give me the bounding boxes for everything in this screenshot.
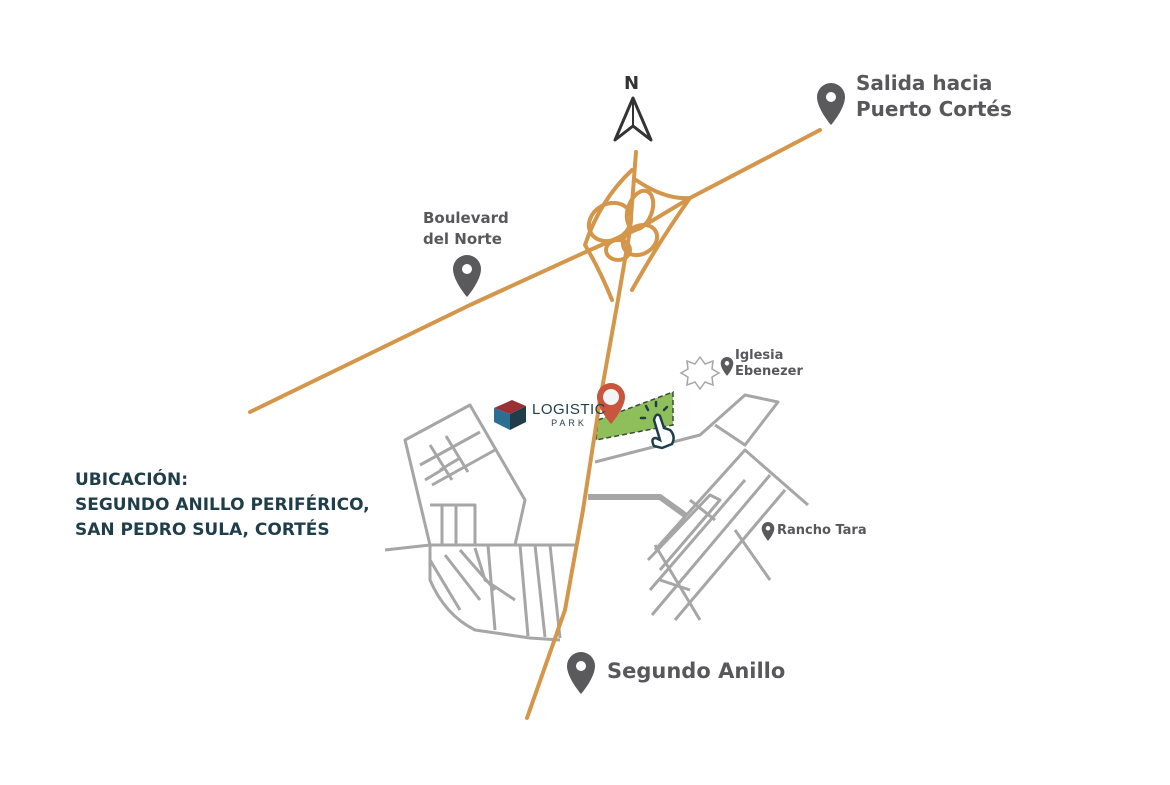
- label-line: Boulevard: [423, 209, 509, 227]
- label-rancho-tara: Rancho Tara: [777, 523, 867, 538]
- label-line: Iglesia: [735, 348, 784, 363]
- location-heading: UBICACIÓN: SEGUNDO ANILLO PERIFÉRICO, SA…: [75, 468, 370, 543]
- label-line: Ebenezer: [735, 364, 803, 379]
- location-line: UBICACIÓN:: [75, 470, 188, 490]
- location-pin-icon[interactable]: [597, 383, 625, 424]
- logo-line2: PARK: [551, 418, 587, 428]
- map-pin-icon: [761, 522, 775, 541]
- location-line: SAN PEDRO SULA, CORTÉS: [75, 520, 330, 540]
- label-line: del Norte: [423, 230, 502, 248]
- property-lot[interactable]: [595, 390, 674, 441]
- map-pin-icon: [817, 83, 845, 125]
- label-line: Puerto Cortés: [856, 97, 1012, 121]
- north-arrow-icon: [613, 96, 653, 142]
- church-icon: [679, 355, 721, 391]
- label-line: Salida hacia: [856, 71, 993, 95]
- location-line: SEGUNDO ANILLO PERIFÉRICO,: [75, 495, 370, 515]
- logo-text: LOGISTIC PARK: [532, 402, 606, 429]
- logistic-park-logo: [494, 400, 526, 430]
- map-pin-icon: [720, 357, 734, 376]
- label-puerto-cortes: Salida hacia Puerto Cortés: [856, 70, 1012, 122]
- north-label: N: [624, 73, 640, 94]
- label-iglesia: Iglesia Ebenezer: [735, 348, 803, 380]
- label-boulevard-norte: Boulevard del Norte: [423, 208, 509, 250]
- logo-line1: LOGISTIC: [532, 401, 607, 418]
- local-streets: [384, 393, 809, 642]
- label-segundo-anillo: Segundo Anillo: [607, 659, 786, 683]
- map-pin-icon: [567, 652, 595, 694]
- map-pin-icon: [453, 255, 481, 297]
- click-hand-icon[interactable]: [639, 400, 675, 450]
